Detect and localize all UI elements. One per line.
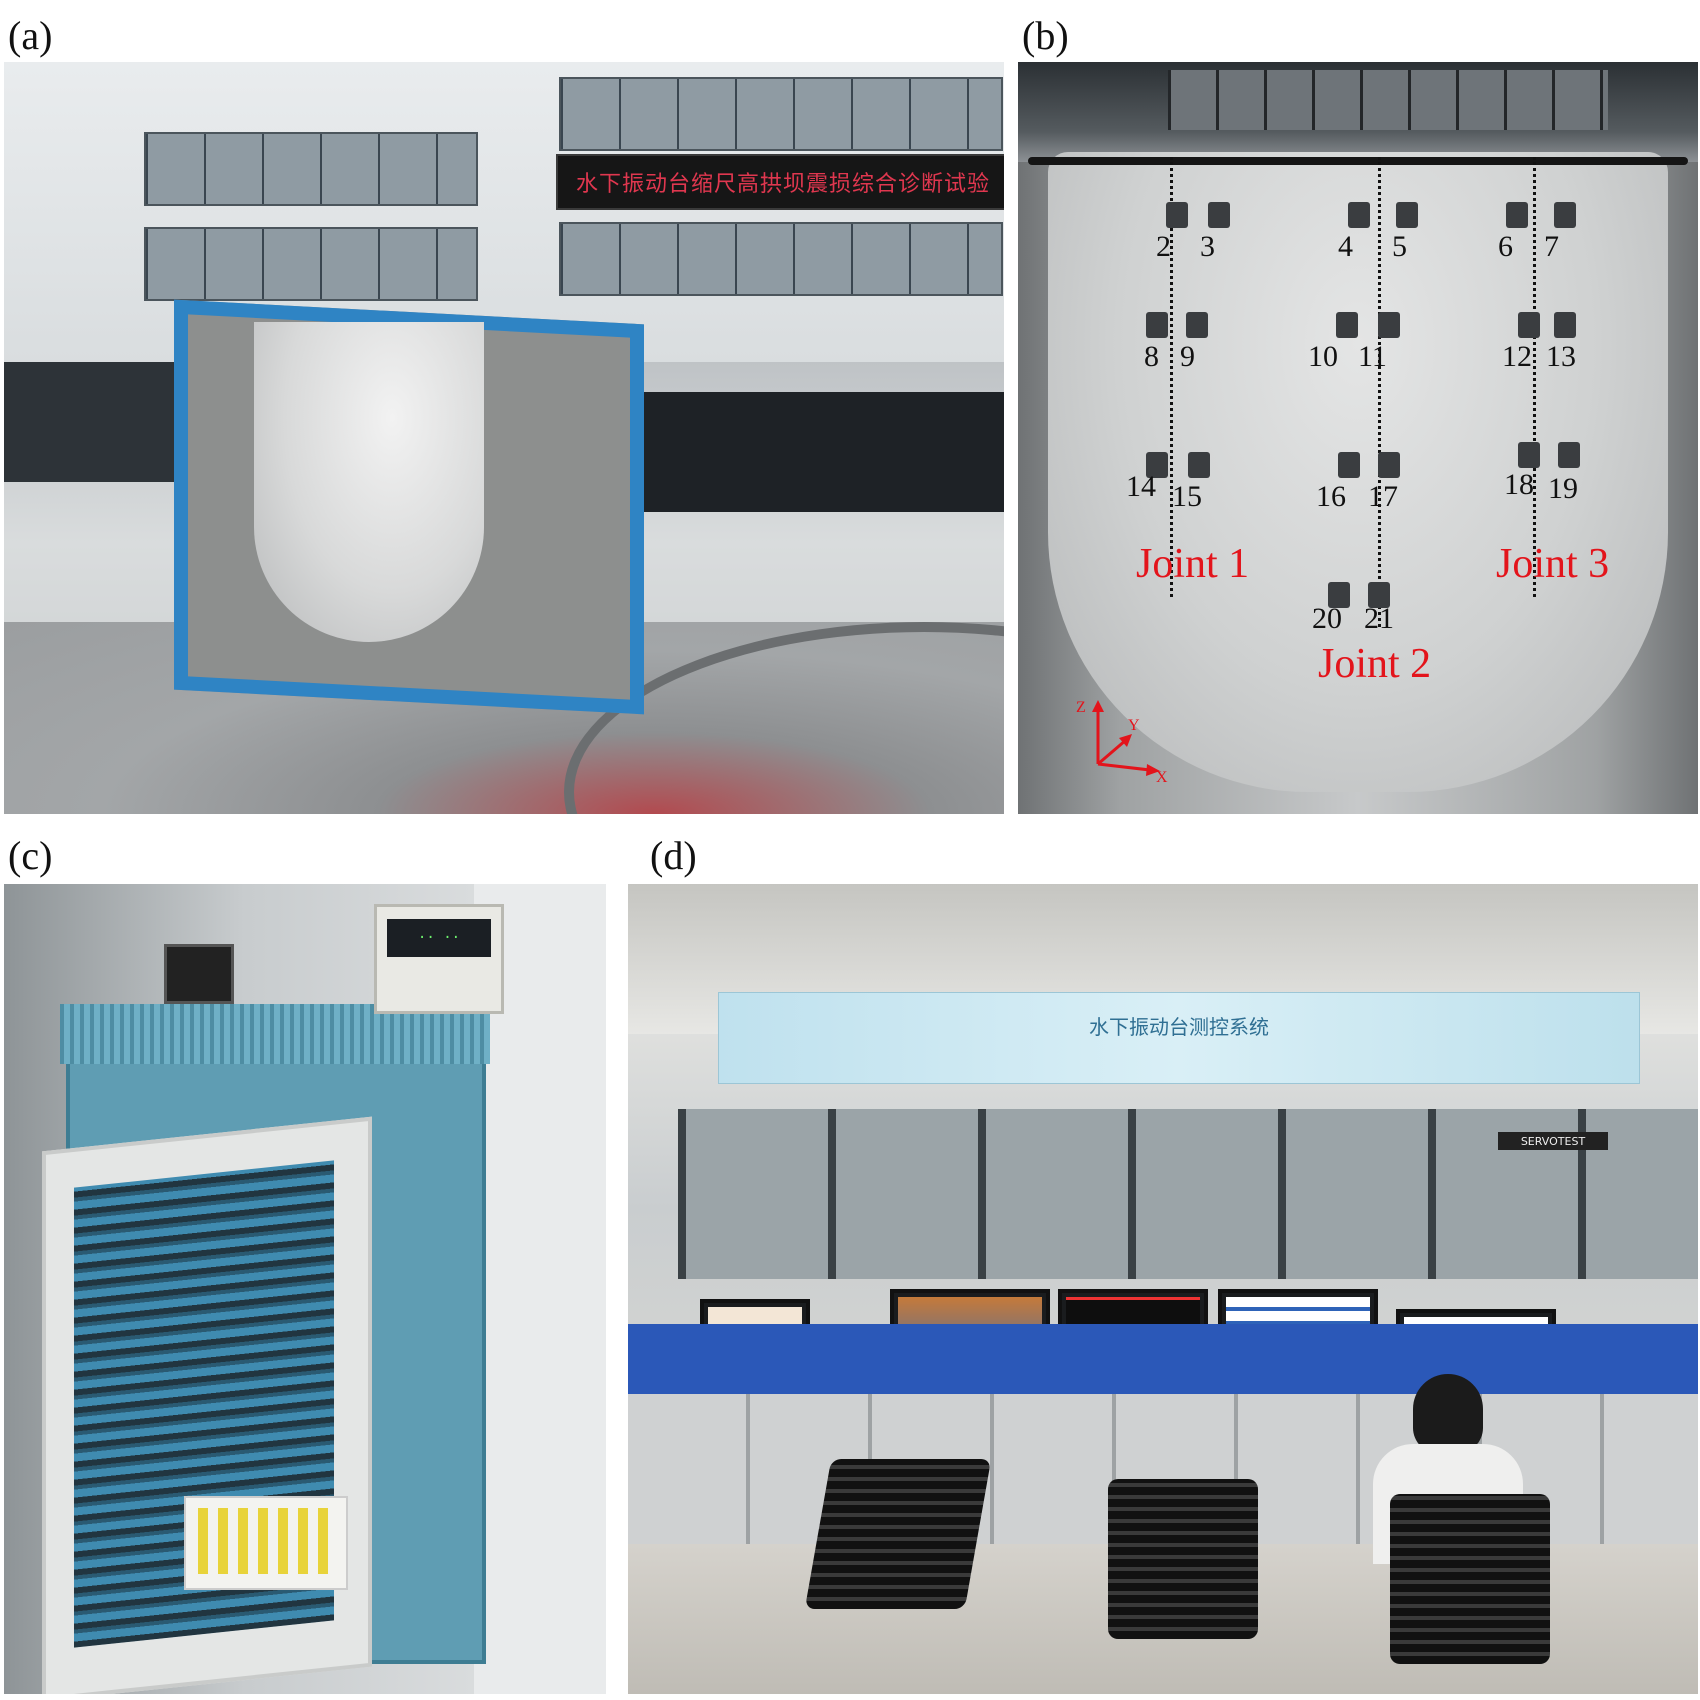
joint-2-label: Joint 2 bbox=[1318, 641, 1432, 687]
sensor bbox=[1166, 202, 1188, 228]
sensor bbox=[1336, 312, 1358, 338]
sensor-number: 17 bbox=[1368, 480, 1398, 513]
cable-bundle bbox=[1028, 157, 1688, 165]
sensor-number: 18 bbox=[1504, 468, 1534, 501]
sensor-number: 19 bbox=[1548, 472, 1578, 505]
sensor-number: 15 bbox=[1172, 480, 1202, 513]
sensor bbox=[1506, 202, 1528, 228]
sensor-number: 3 bbox=[1200, 230, 1215, 263]
office-chair bbox=[1390, 1494, 1550, 1664]
sensor bbox=[1554, 312, 1576, 338]
sensor bbox=[1146, 452, 1168, 478]
joint-3-label: Joint 3 bbox=[1496, 541, 1610, 587]
joint-3-line bbox=[1533, 157, 1536, 597]
sensor-number: 14 bbox=[1126, 470, 1156, 503]
sensor bbox=[1348, 202, 1370, 228]
servotest-logo: SERVOTEST bbox=[1498, 1132, 1608, 1150]
sensor bbox=[1368, 582, 1390, 608]
led-sign: 水下振动台缩尺高拱坝震损综合诊断试验 bbox=[556, 154, 1004, 210]
sensor-number: 8 bbox=[1144, 340, 1159, 373]
office-chair bbox=[804, 1459, 992, 1609]
sensor bbox=[1328, 582, 1350, 608]
photo-control-room: 水下振动台测控系统 SERVOTEST bbox=[628, 884, 1698, 1694]
sensor-number: 6 bbox=[1498, 230, 1513, 263]
card-holder bbox=[184, 1496, 348, 1590]
sensor-number: 13 bbox=[1546, 340, 1576, 373]
sensor bbox=[1208, 202, 1230, 228]
office-chair bbox=[1108, 1479, 1258, 1639]
sensor bbox=[1378, 312, 1400, 338]
sensor bbox=[1396, 202, 1418, 228]
axis-z-label: Z bbox=[1076, 699, 1086, 716]
photo-shake-table-model: 水下振动台缩尺高拱坝震损综合诊断试验 bbox=[4, 62, 1004, 814]
photo-sensor-layout: 2 3 4 5 6 7 8 9 10 11 12 13 14 15 16 17 … bbox=[1018, 62, 1698, 814]
wall-banner: 水下振动台测控系统 bbox=[718, 992, 1640, 1084]
arch-dam-model bbox=[254, 322, 484, 642]
sensor-number: 21 bbox=[1364, 602, 1394, 635]
sensor-number: 5 bbox=[1392, 230, 1407, 263]
sensor-number: 11 bbox=[1358, 340, 1387, 373]
sensor-number: 7 bbox=[1544, 230, 1559, 263]
psu-display: ·· ·· bbox=[387, 919, 491, 957]
sensor bbox=[1186, 312, 1208, 338]
panel-a-label: (a) bbox=[8, 13, 53, 58]
sensor-number: 4 bbox=[1338, 230, 1353, 263]
axis-x-label: X bbox=[1156, 769, 1168, 782]
sensor-number: 2 bbox=[1156, 230, 1171, 263]
power-supply: ·· ·· bbox=[374, 904, 504, 1014]
control-desk bbox=[628, 1324, 1698, 1394]
sensor-number: 12 bbox=[1502, 340, 1532, 373]
banner-title: 水下振动台测控系统 bbox=[1089, 1015, 1269, 1039]
panel-c-label: (c) bbox=[8, 833, 53, 878]
sensor bbox=[1558, 442, 1580, 468]
sensor bbox=[1554, 202, 1576, 228]
joint-1-line bbox=[1170, 157, 1173, 597]
sensor bbox=[1518, 442, 1540, 468]
sensor-number: 16 bbox=[1316, 480, 1346, 513]
panel-d-label: (d) bbox=[650, 833, 697, 878]
sensor bbox=[1188, 452, 1210, 478]
joint-2-line bbox=[1378, 157, 1381, 627]
coordinate-axes-icon: Z Y X bbox=[1076, 699, 1168, 782]
sensor bbox=[1146, 312, 1168, 338]
sensor-number: 20 bbox=[1312, 602, 1342, 635]
sensor-number: 9 bbox=[1180, 340, 1195, 373]
sensor bbox=[1338, 452, 1360, 478]
sensor-number: 10 bbox=[1308, 340, 1338, 373]
photo-data-acquisition-cabinet: ·· ·· bbox=[4, 884, 606, 1694]
joint-1-label: Joint 1 bbox=[1136, 541, 1250, 587]
sensor bbox=[1518, 312, 1540, 338]
cabinet-vent bbox=[60, 1004, 490, 1064]
panel-b-label: (b) bbox=[1022, 13, 1069, 58]
sensor bbox=[1378, 452, 1400, 478]
axis-y-label: Y bbox=[1128, 717, 1140, 734]
meter-device bbox=[164, 944, 234, 1004]
